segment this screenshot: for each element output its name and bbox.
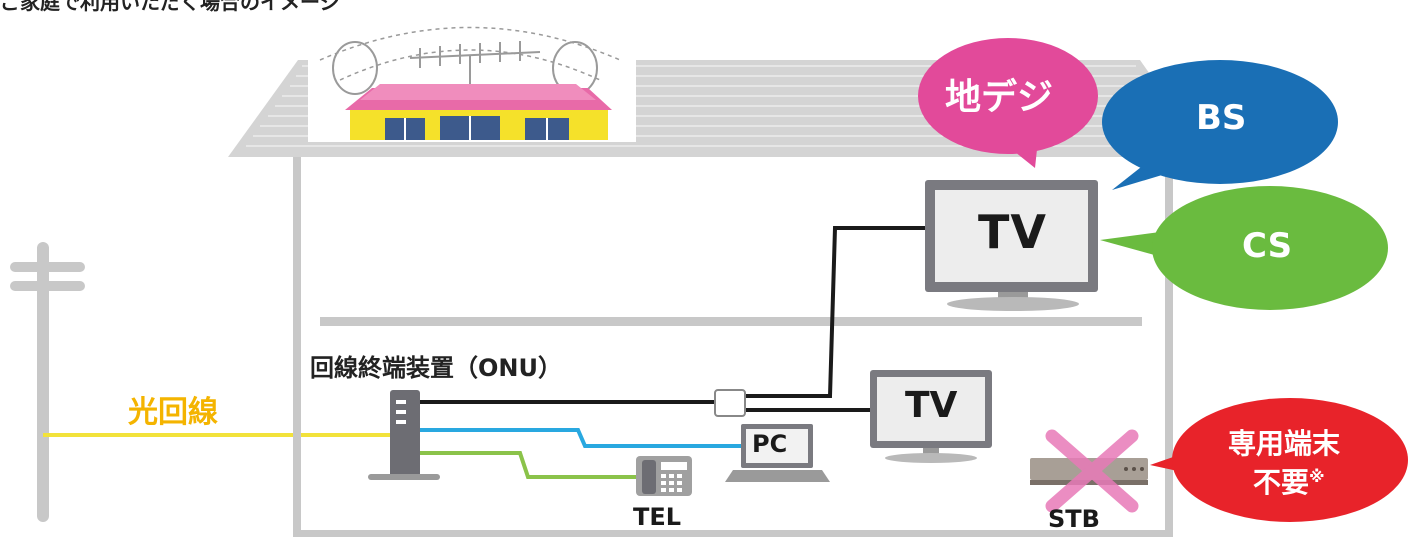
tel-label: TEL: [633, 503, 682, 531]
tv-main-label: TV: [978, 205, 1047, 259]
no-stb-label-line2: 不要※: [1253, 461, 1325, 501]
terrestrial-label: 地デジ: [945, 77, 1054, 118]
cs-label: CS: [1242, 226, 1293, 266]
wiring: [420, 226, 930, 479]
onu-device: [368, 390, 440, 480]
no-stb-text: 不要: [1253, 466, 1310, 499]
telephone: [636, 456, 692, 496]
floor-divider: [320, 317, 1142, 326]
bubble-no-stb: [1150, 398, 1408, 522]
cross-mark-icon: [1045, 429, 1139, 513]
stb-label: STB: [1048, 505, 1100, 533]
signal-splitter: [714, 389, 746, 417]
bubble-cs: [1100, 186, 1388, 310]
laptop-pc: [725, 424, 830, 482]
tv-cable-main: [745, 226, 930, 398]
no-stb-label-line1: 専用端末: [1228, 427, 1341, 460]
utility-pole: [10, 242, 85, 522]
onu-label: 回線終端装置（ONU）: [310, 354, 562, 382]
bs-label: BS: [1196, 98, 1247, 138]
bubble-terrestrial: [918, 38, 1098, 168]
pc-label: PC: [752, 430, 788, 458]
rooftop-antenna-illustration: [308, 20, 636, 142]
bubble-bs: [1102, 60, 1338, 190]
fiber-line-label: 光回線: [128, 395, 218, 430]
diagram-caption: ご家庭で利用いただく場合のイメージ: [0, 0, 340, 14]
tv-sub: [870, 370, 992, 463]
tv-sub-label: TV: [905, 385, 958, 426]
footnote-mark: ※: [1309, 467, 1325, 486]
tel-cable: [420, 451, 636, 479]
pc-cable: [420, 428, 742, 448]
tv-main: [925, 180, 1098, 311]
house-walls: [293, 157, 1173, 539]
